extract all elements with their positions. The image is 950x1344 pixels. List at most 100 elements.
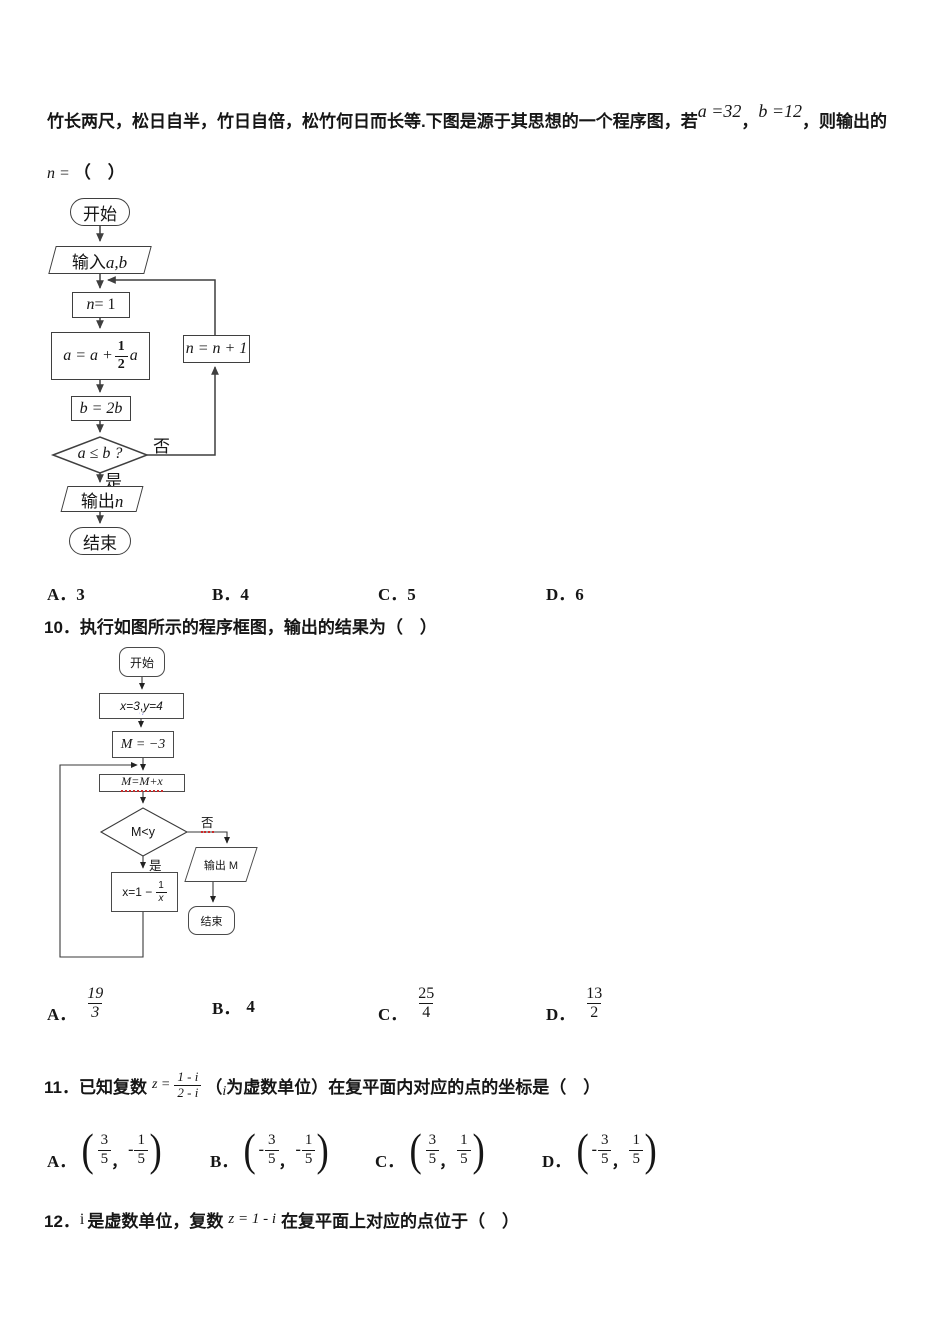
- left-paren: (: [243, 1124, 257, 1176]
- fc1-n-var: n: [86, 296, 95, 313]
- option-value: 4: [240, 585, 249, 604]
- x-fraction: 3 5: [265, 1132, 279, 1168]
- coordinate-comma: ，: [439, 1154, 456, 1171]
- coordinate-comma: ，: [111, 1154, 128, 1171]
- q10-stem: 10．执行如图所示的程序框图，输出的结果为（ ）: [44, 613, 437, 638]
- fraction-denominator: 2: [587, 1003, 602, 1022]
- fc2-condition-label: M<y: [131, 825, 155, 839]
- q12-stem-text2: 在复平面上对应的点位于（ ）: [281, 1212, 519, 1231]
- q11-stem-text2: 为虚数单位）在复平面内对应的点的坐标是（ ）: [226, 1077, 601, 1097]
- q11-number: 11．: [44, 1077, 79, 1097]
- fc2-output-label: 输出 M: [203, 859, 239, 872]
- fc1-input-vars: a,b: [106, 252, 128, 272]
- fc1-end-label: 结束: [83, 533, 117, 553]
- fraction-denominator: 5: [457, 1149, 471, 1168]
- fc2-no-label: 否: [201, 812, 214, 833]
- option-letter: C．: [375, 1151, 405, 1171]
- q9-n-equals: n =: [47, 165, 70, 182]
- fc2-m-update-node: M=M+x: [99, 774, 185, 792]
- option-letter: B．: [212, 999, 241, 1018]
- left-paren: (: [409, 1124, 423, 1176]
- fc1-output-prefix: 输出: [80, 491, 115, 511]
- fc2-start-node: 开始: [119, 647, 165, 677]
- fraction-numerator: 1: [460, 1132, 468, 1149]
- q11-paren-open: （: [205, 1077, 223, 1097]
- fc2-output-node: 输出 M: [184, 847, 258, 882]
- right-paren: ): [149, 1124, 162, 1176]
- q12-stem-text1: 是虚数单位，复数: [87, 1212, 224, 1231]
- y-fraction: 1 5: [457, 1132, 471, 1168]
- fc1-end-node: 结束: [69, 527, 131, 555]
- left-paren: (: [81, 1124, 95, 1176]
- option-value: 4: [246, 996, 255, 1016]
- fraction-numerator: 3: [100, 1132, 109, 1149]
- fraction-denominator: 5: [629, 1149, 643, 1168]
- q11-stem-text1: 已知复数: [78, 1077, 147, 1097]
- fc2-m-init-node: M = −3: [112, 731, 174, 758]
- q10-option-a: A． 19 3: [47, 985, 106, 1025]
- fraction-denominator: 4: [419, 1003, 434, 1022]
- q11-options-row: A． ( 3 5 ， - 1 5 ) B． ( - 3 5 ， -: [0, 1120, 950, 1180]
- option-letter: D．: [546, 1005, 576, 1025]
- option-letter: A．: [47, 1005, 77, 1025]
- fc2-end-node: 结束: [188, 906, 235, 935]
- fraction-denominator: 5: [134, 1149, 148, 1168]
- q9-option-b: B．4: [212, 580, 249, 605]
- fc1-a-update-prefix: a = a +: [63, 347, 113, 364]
- fc1-output-label: 输出n: [81, 487, 124, 512]
- q10-option-b: B． 4: [212, 985, 255, 1019]
- option-fraction: 13 2: [583, 985, 605, 1023]
- fraction-numerator: 1: [632, 1132, 640, 1149]
- y-sign: -: [295, 1141, 301, 1158]
- fc2-init-x: x=3: [120, 699, 140, 713]
- fc1-b-update-label: b = 2b: [79, 399, 123, 417]
- fc2-start-label: 开始: [129, 655, 154, 670]
- fc1-input-label: 输入a,b: [72, 248, 127, 273]
- q9-stem-text2: ，则输出的: [802, 112, 888, 131]
- q9-answer-paren: （ ）: [73, 163, 125, 182]
- fraction-denominator: 5: [97, 1149, 112, 1168]
- fc2-m-update-label: M=M+x: [121, 774, 163, 792]
- fraction-numerator: 1: [117, 339, 125, 355]
- q11-stem: 11． 已知复数 z = 1 - i 2 - i （ i 为虚数单位）在复平面内…: [44, 1063, 600, 1107]
- fc2-init-y: y=4: [143, 699, 163, 713]
- fraction-numerator: 1: [158, 880, 164, 891]
- fraction-numerator: 3: [268, 1132, 276, 1149]
- q9-option-d: D．6: [546, 580, 584, 605]
- fc2-init-label: x=3,y=4: [120, 699, 163, 713]
- q10-options-row: A． 19 3 B． 4 C． 25 4 D． 13 2: [0, 983, 950, 1035]
- fc2-yes-label: 是: [149, 859, 162, 873]
- fraction-numerator: 3: [428, 1132, 437, 1149]
- x-fraction: 3 5: [597, 1132, 612, 1168]
- q12-number: 12．: [44, 1212, 80, 1231]
- fraction-numerator: 3: [600, 1132, 609, 1149]
- q10-option-c: C． 25 4: [378, 985, 437, 1024]
- q11-z-fraction: 1 - i 2 - i: [174, 1069, 202, 1101]
- q12-z-expression: z = 1 - i: [228, 1211, 276, 1227]
- q9-option-a: A．3: [47, 580, 85, 605]
- right-paren: ): [644, 1124, 657, 1176]
- y-fraction: 1 5: [301, 1132, 316, 1168]
- fc1-no-label: 否: [153, 437, 170, 456]
- fraction-denominator: 2: [114, 355, 128, 373]
- fc1-n-increment-node: n = n + 1: [183, 335, 250, 363]
- fc1-start-node: 开始: [70, 198, 130, 226]
- q9-stem-line2: n = （ ）: [47, 158, 125, 183]
- q9-b-equation: b =12: [758, 101, 803, 121]
- fc1-b-update-node: b = 2b: [71, 396, 131, 421]
- option-letter: C．: [378, 585, 408, 604]
- q12-i-symbol: i: [79, 1210, 85, 1228]
- fc1-a-update-node: a = a + 1 2 a: [51, 332, 150, 380]
- fc1-a-update-suffix: a: [129, 347, 138, 364]
- fraction-denominator: 3: [88, 1003, 103, 1022]
- q9-a-equation: a =32: [697, 101, 742, 121]
- q10-stem-text: 执行如图所示的程序框图，输出的结果为（ ）: [79, 618, 437, 637]
- option-value: 6: [575, 585, 584, 604]
- option-letter: A．: [47, 1151, 77, 1171]
- fc2-x-update-node: x=1 − 1 x: [111, 872, 178, 912]
- x-fraction: 3 5: [97, 1132, 112, 1168]
- option-letter: D．: [546, 585, 576, 604]
- fraction-denominator: 5: [301, 1149, 316, 1168]
- q9-stem-line1: 竹长两尺，松日自半，竹日自倍，松竹何日而长等.下图是源于其思想的一个程序图，若a…: [47, 101, 887, 132]
